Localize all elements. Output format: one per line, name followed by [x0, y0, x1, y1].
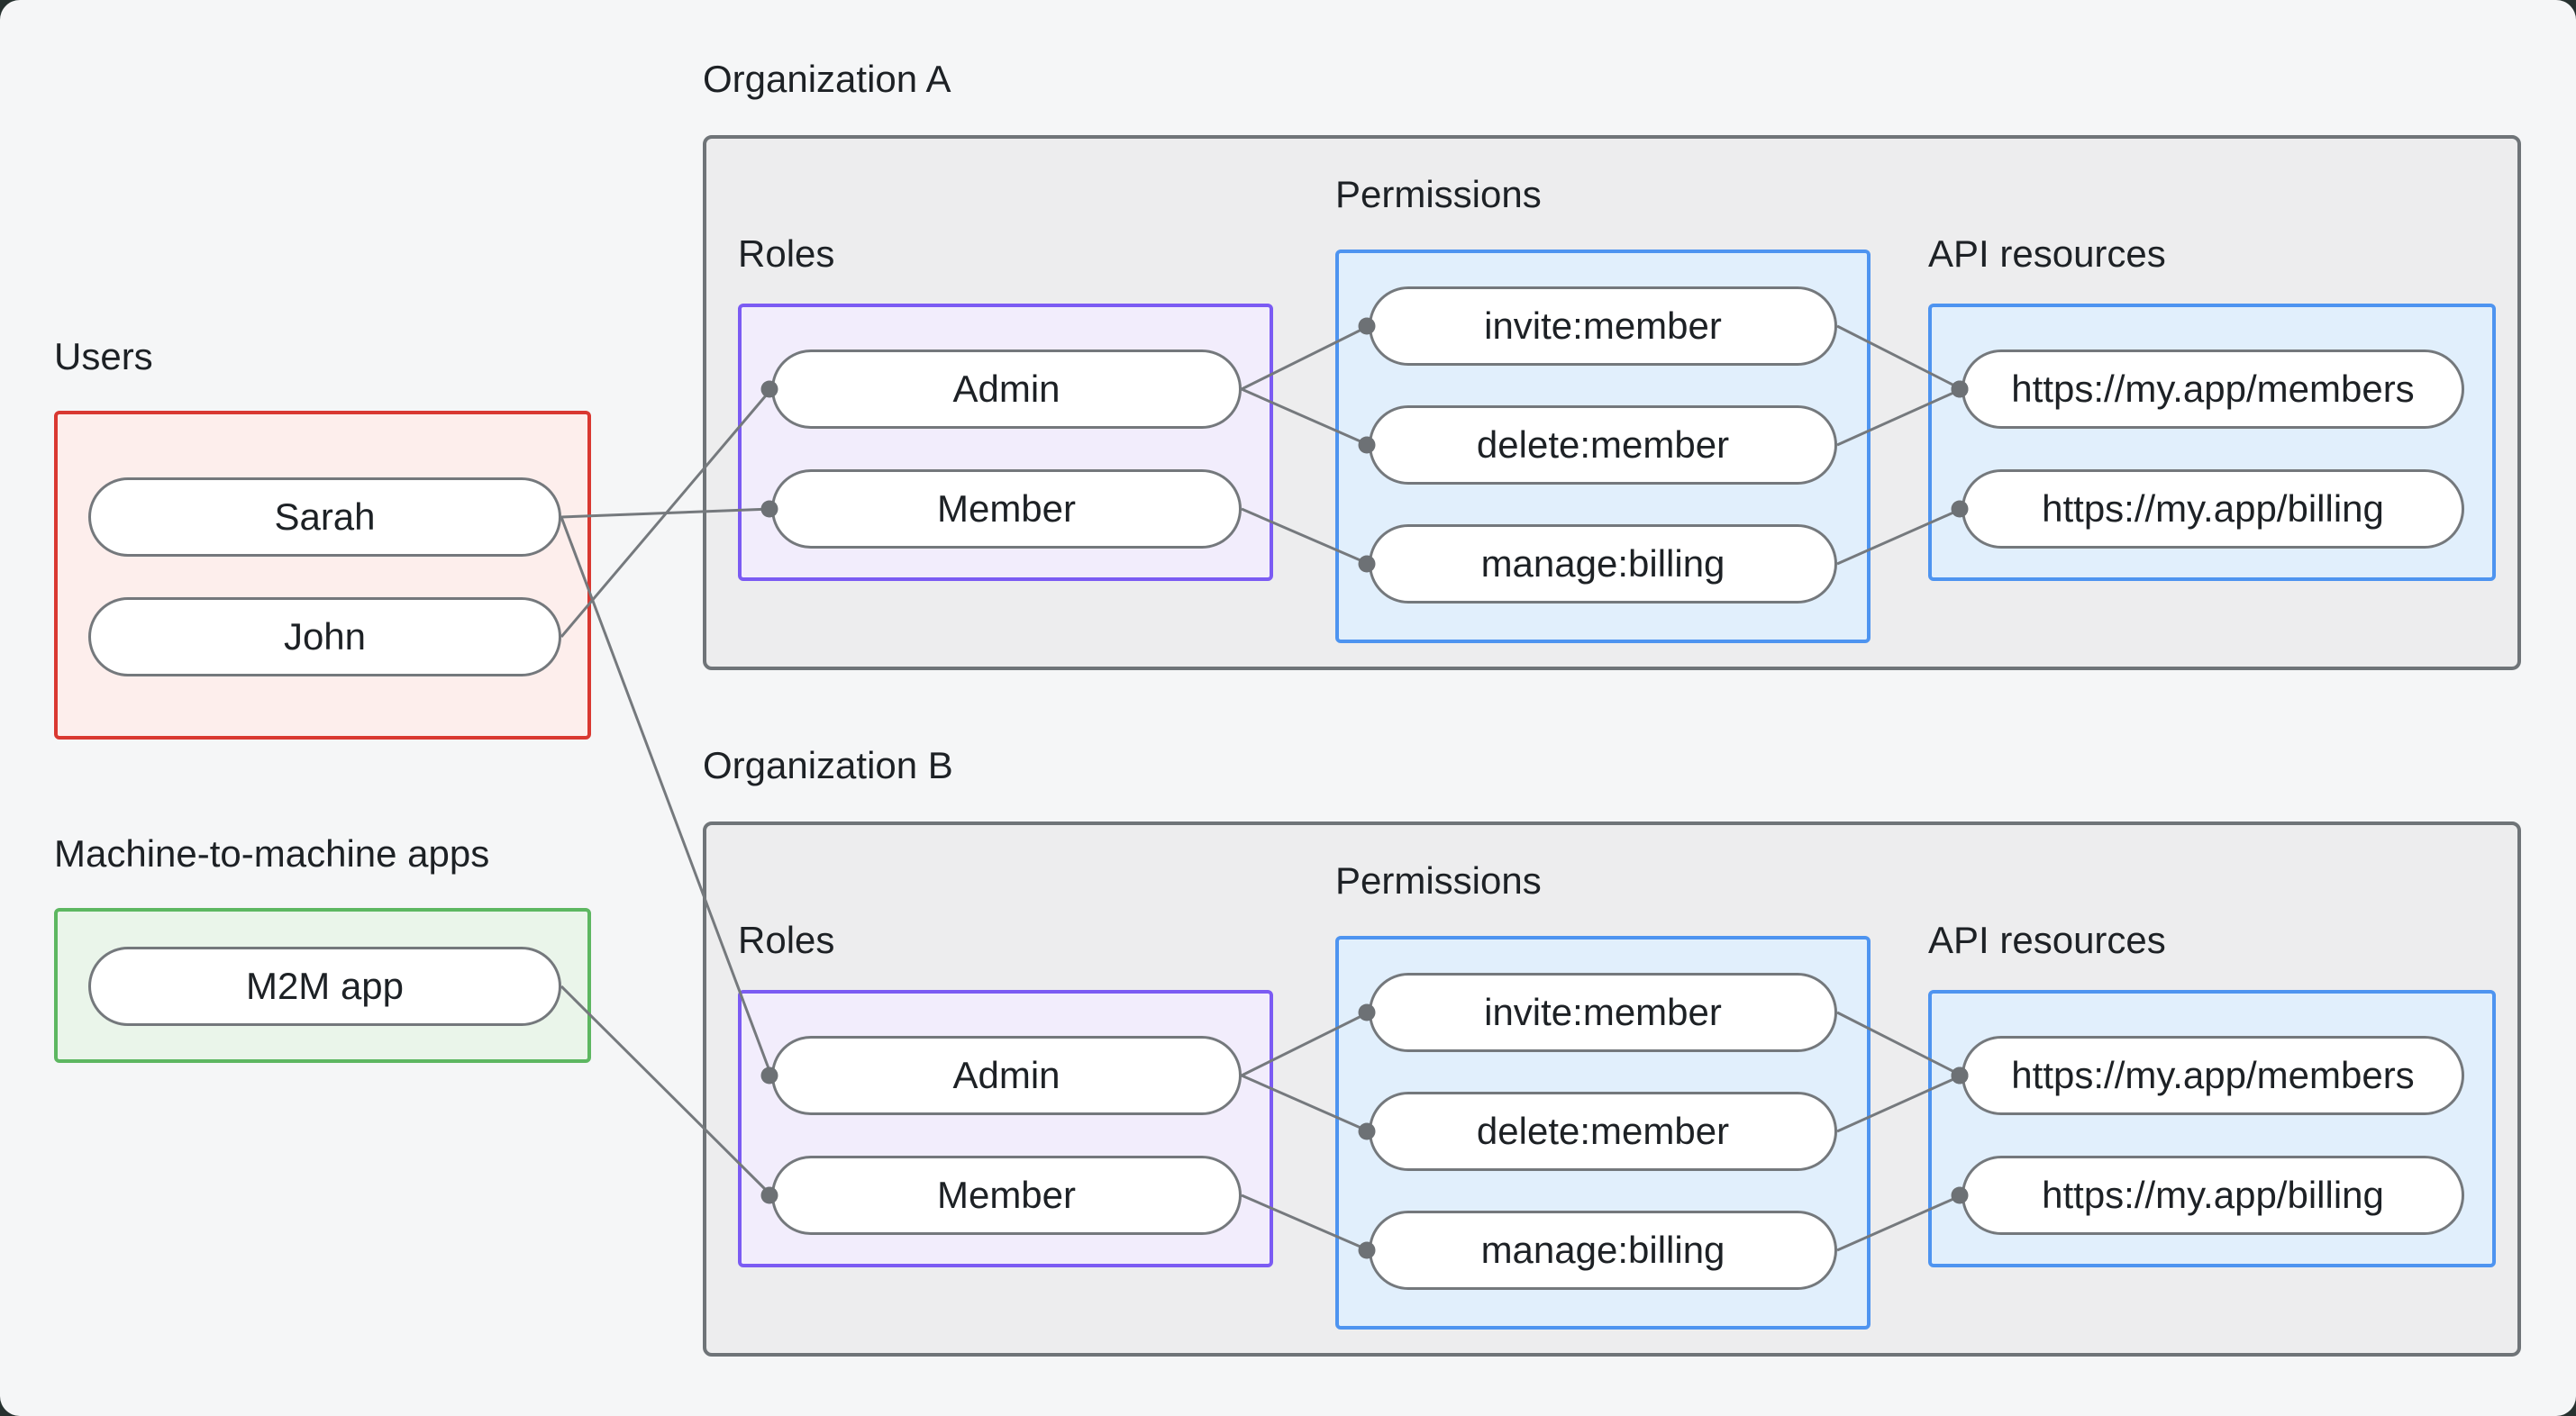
org-b-api-members: https://my.app/members: [1962, 1036, 2464, 1115]
org-a-api-box: https://my.app/members https://my.app/bi…: [1928, 304, 2496, 581]
user-node-john: John: [88, 597, 561, 676]
org-b-roles-label: Roles: [738, 919, 835, 961]
org-a-permissions-box: invite:member delete:member manage:billi…: [1335, 250, 1871, 643]
org-a-api-label: API resources: [1928, 232, 2166, 275]
org-b-roles-box: Admin Member: [738, 990, 1273, 1267]
org-b-permission-manage-billing: manage:billing: [1369, 1211, 1837, 1290]
org-b-title: Organization B: [703, 744, 953, 786]
users-group-label: Users: [54, 335, 153, 377]
org-b-api-box: https://my.app/members https://my.app/bi…: [1928, 990, 2496, 1267]
org-a-permissions-label: Permissions: [1335, 173, 1542, 215]
org-a-permission-delete-member: delete:member: [1369, 405, 1837, 485]
org-b-permission-invite-member: invite:member: [1369, 973, 1837, 1052]
users-group-box: Sarah John: [54, 411, 591, 740]
org-b-role-member: Member: [771, 1156, 1242, 1235]
m2m-app-node: M2M app: [88, 947, 561, 1026]
user-node-sarah: Sarah: [88, 477, 561, 557]
org-a-role-member: Member: [771, 469, 1242, 549]
org-a-api-billing: https://my.app/billing: [1962, 469, 2464, 549]
org-a-permission-manage-billing: manage:billing: [1369, 524, 1837, 604]
org-b-role-admin: Admin: [771, 1036, 1242, 1115]
org-a-api-members: https://my.app/members: [1962, 349, 2464, 429]
org-a-permission-invite-member: invite:member: [1369, 286, 1837, 366]
org-b-permission-delete-member: delete:member: [1369, 1092, 1837, 1171]
m2m-group-label: Machine-to-machine apps: [54, 832, 490, 875]
org-a-roles-label: Roles: [738, 232, 835, 275]
m2m-group-box: M2M app: [54, 908, 591, 1063]
org-b-api-label: API resources: [1928, 919, 2166, 961]
org-a-roles-box: Admin Member: [738, 304, 1273, 581]
org-a-title: Organization A: [703, 58, 951, 100]
org-b-permissions-label: Permissions: [1335, 859, 1542, 902]
org-a-role-admin: Admin: [771, 349, 1242, 429]
org-b-api-billing: https://my.app/billing: [1962, 1156, 2464, 1235]
org-b-permissions-box: invite:member delete:member manage:billi…: [1335, 936, 1871, 1330]
